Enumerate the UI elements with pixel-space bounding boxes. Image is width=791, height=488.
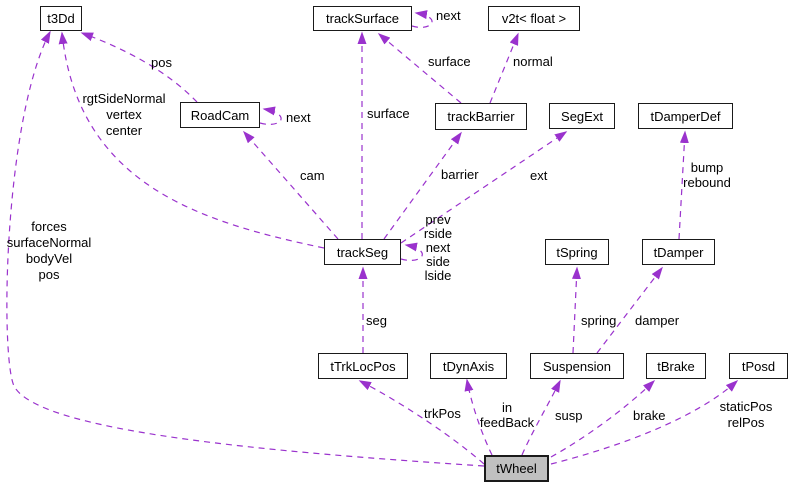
edge-trackseg-trackbarrier: [383, 131, 462, 240]
edge-twheel-t3dd: [6, 30, 485, 467]
node-ttrklocpos[interactable]: tTrkLocPos: [318, 353, 408, 379]
node-twheel: tWheel: [484, 455, 549, 482]
node-suspension[interactable]: Suspension: [530, 353, 624, 379]
edge-trackseg-roadcam: [243, 130, 339, 240]
edge-roadcam-t3dd: [80, 32, 198, 103]
node-tposd[interactable]: tPosd: [729, 353, 788, 379]
edge-trackbarrier-tracksurface: [377, 33, 462, 104]
node-segext[interactable]: SegExt: [549, 103, 615, 129]
node-trackbarrier[interactable]: trackBarrier: [435, 103, 527, 130]
edge-twheel-tbrake: [550, 379, 656, 458]
edge-roadcam-roadcam: [259, 106, 282, 125]
edge-tdamper-tdamperdef: [678, 130, 689, 240]
edge-suspension-tdamper: [596, 266, 663, 354]
node-tracksurface[interactable]: trackSurface: [313, 6, 412, 31]
edge-trackbarrier-v2t: [489, 32, 519, 104]
edge-trackseg-trackseg: [400, 242, 423, 261]
edge-trackseg-segext: [400, 131, 568, 244]
edge-tracksurface-tracksurface: [411, 10, 433, 28]
edge-twheel-ttrklocpos: [358, 380, 485, 465]
node-tdamper[interactable]: tDamper: [642, 239, 715, 265]
edge-trackseg-t3dd: [58, 31, 325, 249]
edge-twheel-suspension: [521, 379, 561, 456]
node-tdamperdef[interactable]: tDamperDef: [638, 103, 733, 129]
node-roadcam[interactable]: RoadCam: [180, 102, 260, 128]
node-t3dd[interactable]: t3Dd: [40, 6, 82, 31]
edge-twheel-tposd: [550, 379, 739, 465]
node-tspring[interactable]: tSpring: [545, 239, 609, 265]
node-trackseg[interactable]: trackSeg: [324, 239, 401, 265]
node-tdynaxis[interactable]: tDynAxis: [430, 353, 507, 379]
edge-suspension-tspring: [571, 266, 581, 354]
node-tbrake[interactable]: tBrake: [646, 353, 706, 379]
edge-twheel-tdynaxis: [464, 378, 493, 456]
node-v2t[interactable]: v2t< float >: [488, 6, 580, 31]
